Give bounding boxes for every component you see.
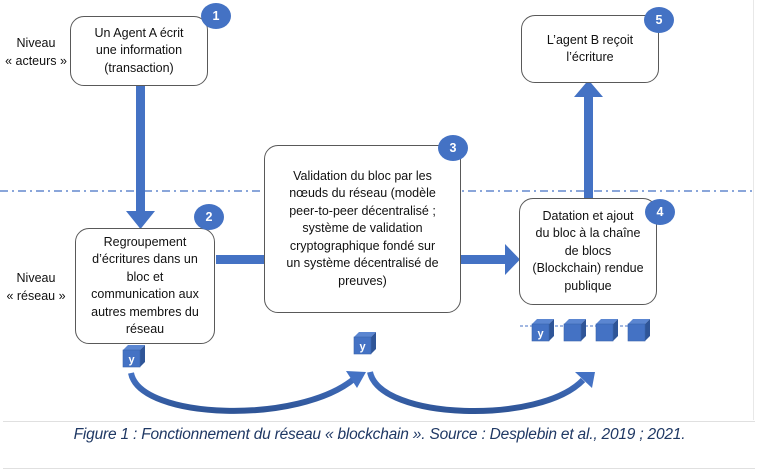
text-line: réseau: [125, 322, 165, 336]
cube-top-face: [123, 345, 145, 350]
text-line: Validation du bloc par les: [293, 168, 432, 183]
step-3-box: Validation du bloc par les nœuds du résea…: [264, 145, 461, 313]
cube-front-face: [595, 323, 614, 342]
text-line: l’écriture: [566, 50, 614, 64]
arrow-step2-to-step3: [216, 255, 266, 264]
step-1-badge: 1: [201, 3, 231, 29]
blockchain-cubes: y: [531, 319, 650, 342]
level-label-network-line2: « réseau »: [6, 288, 66, 303]
text-line: d’écritures dans un: [92, 252, 198, 266]
cube-side-face: [613, 319, 618, 341]
text-line: preuves): [338, 273, 387, 288]
text-line: cryptographique fondé sur: [289, 238, 436, 253]
cube-front-face: [531, 323, 550, 342]
step-2-box: Regroupement d’écritures dans un bloc et co…: [75, 228, 215, 344]
step-3-badge: 3: [438, 135, 468, 161]
cube-front-face: [353, 336, 372, 355]
cube-front-face: [563, 323, 582, 342]
text-line: autres membres du: [91, 304, 199, 319]
text-line: bloc et: [126, 269, 164, 284]
text-line: Un Agent A écrit: [94, 25, 184, 40]
step-1-box: Un Agent A écrit une information (transact…: [70, 16, 208, 86]
cube-top-face: [564, 319, 586, 324]
level-label-actors: Niveau « acteurs »: [0, 35, 72, 70]
cube-front-face: [627, 323, 646, 342]
text-line: une information: [95, 43, 183, 58]
level-label-actors-line2: « acteurs »: [5, 53, 67, 68]
text-line: du bloc à la chaîne: [535, 226, 641, 241]
figure-caption: Figure 1 : Fonctionnement du réseau « bl…: [73, 426, 686, 443]
step-4-box: Datation et ajout du bloc à la chaîne de b…: [519, 198, 657, 305]
text-line: (Blockchain) rendue: [532, 261, 644, 276]
step-2-badge: 2: [194, 204, 224, 230]
text-line: L’agent B reçoit: [546, 32, 634, 47]
block-cube-step2: y: [122, 345, 145, 368]
cube-side-face: [581, 319, 586, 341]
curved-arrow-block-to-validation: [128, 371, 366, 414]
text-line: un système décentralisé de: [286, 256, 439, 271]
step-4-text: Datation et ajout du bloc à la chaîne de b…: [532, 208, 643, 296]
step-5-box: L’agent B reçoit l’écriture: [521, 15, 659, 83]
cube-label: y: [128, 354, 135, 366]
step-1-text: Un Agent A écrit une information (transact…: [95, 25, 184, 78]
page-edge: [753, 0, 754, 420]
text-line: (transaction): [104, 60, 174, 75]
step-4-badge: 4: [645, 199, 675, 225]
cube-top-face: [596, 319, 618, 324]
cube-side-face: [140, 345, 145, 367]
text-line: Datation et ajout: [542, 208, 634, 223]
cube-label: y: [359, 341, 366, 353]
step-2-text: Regroupement d’écritures dans un bloc et co…: [91, 234, 199, 339]
text-line: nœuds du réseau (modèle: [289, 186, 436, 201]
cube-top-face: [532, 319, 554, 324]
level-label-actors-line1: Niveau: [16, 36, 56, 50]
arrow-step4-to-step5: [574, 80, 603, 200]
arrow-step3-to-step4: [461, 244, 520, 275]
step-5-badge: 5: [644, 7, 674, 33]
step-5-text: L’agent B reçoit l’écriture: [547, 32, 633, 67]
text-line: système de validation: [302, 221, 423, 236]
text-line: Regroupement: [103, 234, 187, 249]
cube-top-face: [628, 319, 650, 324]
step-3-text: Validation du bloc par les nœuds du résea…: [286, 168, 438, 291]
cube-side-face: [549, 319, 554, 341]
arrow-step1-to-step2: [126, 86, 155, 229]
cube-top-face: [354, 332, 376, 337]
cube-side-face: [371, 332, 376, 354]
level-label-network: Niveau « réseau »: [0, 270, 72, 305]
block-cube-step3: y: [353, 332, 376, 355]
text-line: de blocs: [564, 243, 612, 258]
cube-front-face: [122, 349, 141, 368]
text-line: communication aux: [91, 287, 199, 301]
level-label-network-line1: Niveau: [16, 271, 56, 285]
cube-side-face: [645, 319, 650, 341]
cube-label: y: [537, 328, 544, 340]
text-line: peer-to-peer décentralisé ;: [289, 203, 436, 218]
text-line: publique: [564, 278, 612, 293]
curved-arrow-validation-to-chain: [367, 371, 595, 415]
